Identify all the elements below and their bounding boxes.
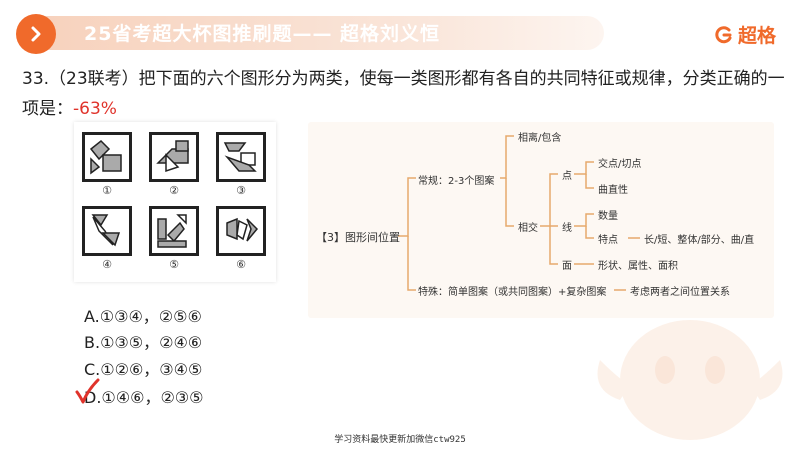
correct-rate: -63% bbox=[73, 99, 117, 119]
figure-5 bbox=[149, 206, 199, 256]
figure-2-shape bbox=[156, 140, 189, 173]
logo-text: 超格 bbox=[737, 25, 776, 47]
header-bar: 25省考超大杯图推刷题—— 超格刘义恒 超格 bbox=[0, 0, 800, 54]
mind-map-connectors bbox=[398, 135, 640, 291]
figure-1 bbox=[82, 132, 132, 182]
figure-5-shape bbox=[157, 214, 187, 248]
mindmap-special: 特殊：简单图案（或共同图案）+复杂图案 bbox=[418, 287, 607, 298]
figure-3-shape bbox=[223, 142, 257, 172]
mindmap-face-detail: 形状、属性、面积 bbox=[598, 261, 678, 272]
mindmap-face: 面 bbox=[562, 261, 572, 272]
brand-logo: 超格 bbox=[714, 21, 776, 48]
mindmap-root: 【3】图形间位置 bbox=[316, 231, 400, 244]
option-a[interactable]: A.①③④，②⑤⑥ bbox=[84, 307, 202, 326]
check-icon bbox=[75, 378, 100, 404]
figure-1-shape bbox=[89, 139, 122, 175]
option-c[interactable]: C.①②⑥，③④⑤ bbox=[84, 360, 203, 379]
figure-label-5: ⑤ bbox=[169, 258, 179, 271]
chevron-right-icon bbox=[31, 26, 41, 42]
mindmap-point-child-2: 曲直性 bbox=[598, 185, 628, 196]
question-line-2: 项是：-63% bbox=[22, 94, 117, 119]
question-prefix: 项是： bbox=[22, 99, 73, 119]
question-line-1: 33.（23联考）把下面的六个图形分为两类，使每一类图形都有各自的共同特征或规律… bbox=[22, 69, 785, 89]
figure-6-shape bbox=[226, 217, 259, 242]
option-b[interactable]: B.①③⑤，②④⑥ bbox=[84, 333, 203, 352]
footer-note: 学习资料最快更新加微信ctw925 bbox=[334, 435, 466, 445]
figure-panel: ① ② ③ ④ ⑤ bbox=[74, 122, 276, 282]
figure-6 bbox=[216, 206, 266, 256]
mindmap-line-feature-detail: 长/短、整体/部分、曲/直 bbox=[644, 235, 755, 246]
figure-label-6: ⑥ bbox=[236, 258, 246, 271]
option-d[interactable]: D.①④⑥，②③⑤ bbox=[84, 388, 204, 407]
mindmap-intersect: 相交 bbox=[518, 223, 538, 234]
logo-icon bbox=[715, 25, 732, 43]
mindmap-normal: 常规：2-3个图案 bbox=[418, 176, 495, 187]
figure-label-1: ① bbox=[102, 184, 112, 197]
banner-title: 25省考超大杯图推刷题—— 超格刘义恒 bbox=[84, 23, 441, 45]
figure-2 bbox=[149, 132, 199, 182]
title-banner bbox=[44, 16, 604, 50]
next-arrow-button[interactable] bbox=[16, 14, 56, 54]
mindmap-line-child-2: 特点 bbox=[598, 235, 618, 246]
mindmap-line-child-1: 数量 bbox=[598, 211, 618, 222]
figure-4 bbox=[82, 206, 132, 256]
figure-3 bbox=[216, 132, 266, 182]
mindmap-line: 线 bbox=[562, 223, 572, 234]
mindmap-point: 点 bbox=[562, 171, 572, 182]
figure-label-2: ② bbox=[169, 184, 179, 197]
mindmap-point-child-1: 交点/切点 bbox=[598, 159, 642, 170]
figure-label-4: ④ bbox=[102, 258, 112, 271]
mindmap-separate: 相离/包含 bbox=[518, 133, 562, 144]
figure-4-shape bbox=[91, 214, 121, 247]
mind-map-panel: 【3】图形间位置 常规：2-3个图案 相离/包含 相交 点 交点/切点 曲直性 … bbox=[308, 122, 774, 318]
mindmap-special-detail: 考虑两者之间位置关系 bbox=[630, 287, 730, 298]
figure-label-3: ③ bbox=[236, 184, 246, 197]
mascot-watermark bbox=[597, 320, 783, 440]
